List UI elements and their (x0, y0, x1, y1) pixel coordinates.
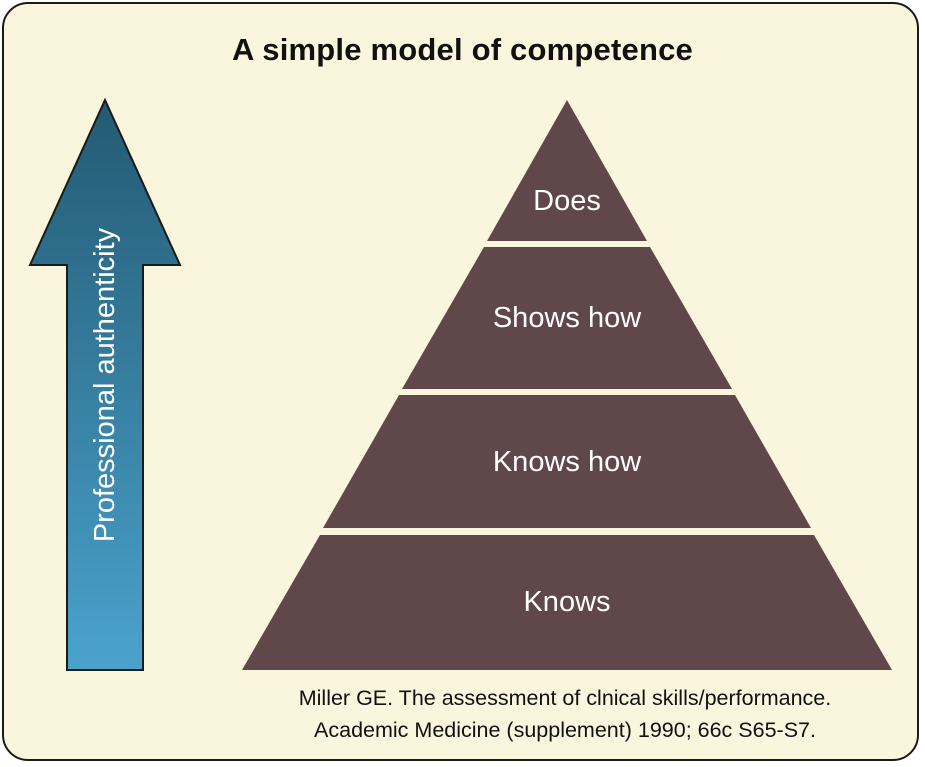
pyramid-tier-knows-how (323, 395, 811, 528)
tier-label-does: Does (533, 185, 601, 217)
diagram-title: A simple model of competence (232, 32, 693, 67)
competence-pyramid: Does Shows how Knows how Knows (242, 100, 892, 670)
tier-label-shows-how: Shows how (493, 302, 642, 334)
up-arrow-icon (28, 97, 182, 671)
arrow-label: Professional authenticity (89, 227, 121, 542)
citation-line-2: Academic Medicine (supplement) 1990; 66c… (314, 718, 816, 742)
tier-label-knows-how: Knows how (493, 446, 642, 478)
tier-label-knows: Knows (523, 586, 610, 618)
pyramid-tier-knows (242, 535, 892, 670)
citation-line-1: Miller GE. The assessment of clnical ski… (298, 686, 832, 710)
citation: Miller GE. The assessment of clnical ski… (230, 682, 900, 746)
pyramid-tier-does (487, 100, 647, 241)
authenticity-arrow: Professional authenticity (28, 97, 182, 671)
pyramid-tier-shows-how (402, 247, 732, 389)
